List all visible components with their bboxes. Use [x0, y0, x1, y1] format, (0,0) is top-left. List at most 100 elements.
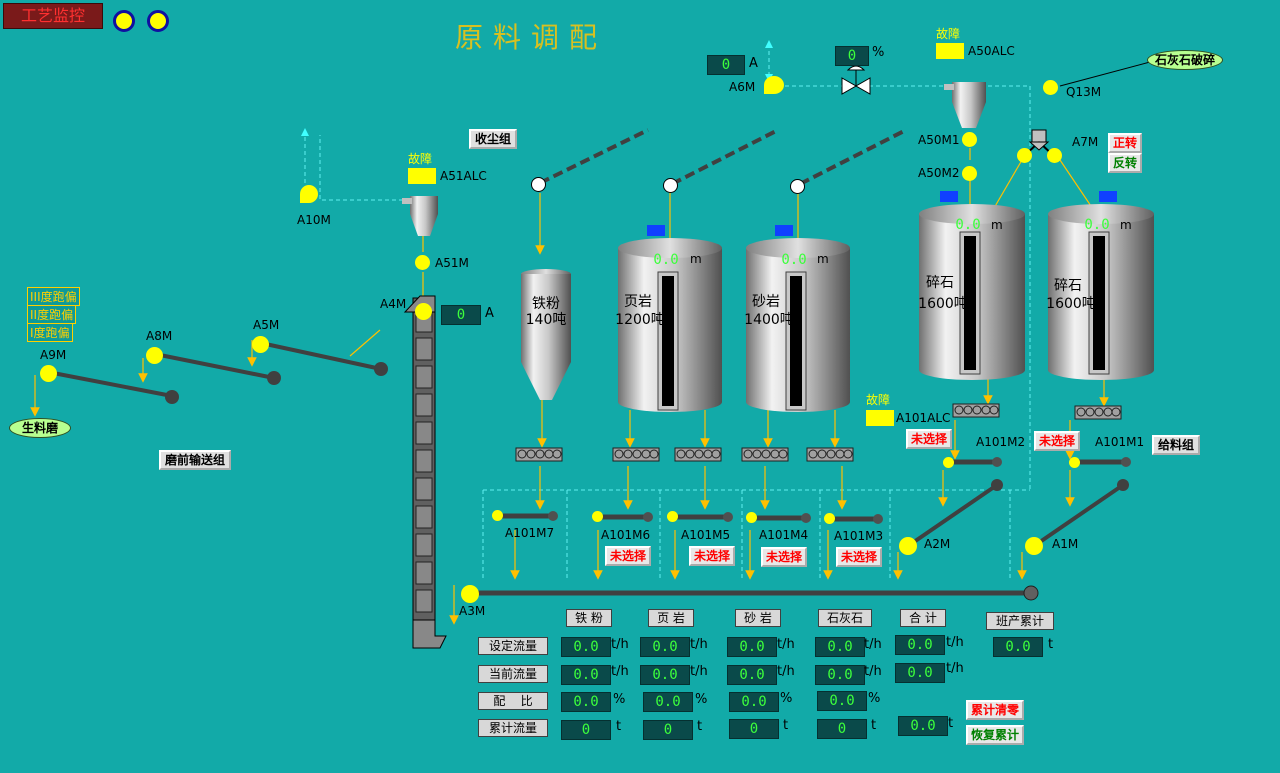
shale-level-display: 0.0: [653, 252, 679, 268]
q13m-motor-icon[interactable]: [1043, 80, 1058, 95]
cumulative-iron: 0: [561, 720, 611, 740]
dust-pipes: [304, 44, 1031, 580]
a4m-current-display: 0: [441, 305, 481, 325]
shale-dust-valve-icon[interactable]: [663, 178, 678, 193]
a101m2-label: A101M2: [976, 435, 1026, 449]
iron-powder-silo: [521, 269, 571, 400]
set-flow-iron[interactable]: 0.0: [561, 637, 611, 657]
cumulative-sandstone: 0: [729, 719, 779, 739]
a101m4-motor-icon[interactable]: [746, 512, 757, 523]
set-flow-shale[interactable]: 0.0: [640, 637, 690, 657]
clear-cumulative-button[interactable]: 累计清零: [966, 700, 1025, 720]
unit: t: [1048, 637, 1054, 652]
a101m6-not-selected-button[interactable]: 未选择: [605, 546, 652, 566]
shale-name: 页岩: [624, 294, 652, 310]
current-flow-limestone: 0.0: [815, 665, 865, 685]
a8m-motor-icon[interactable]: [146, 347, 163, 364]
a101-fault-label: 故障: [866, 393, 891, 407]
a101m2-motor-icon[interactable]: [943, 457, 954, 468]
unit: %: [613, 692, 626, 707]
restore-cumulative-button[interactable]: 恢复累计: [966, 725, 1025, 745]
a7m-left-motor-icon[interactable]: [1017, 148, 1032, 163]
ratio-sandstone[interactable]: 0.0: [729, 692, 779, 712]
reverse-button[interactable]: 反转: [1108, 153, 1143, 173]
a6m-fan-icon[interactable]: [764, 76, 784, 94]
a101m2-not-selected-button[interactable]: 未选择: [906, 429, 953, 449]
a1m-label: A1M: [1052, 537, 1079, 551]
gravel1-level-unit: m: [991, 218, 1003, 232]
unit: %: [868, 691, 881, 706]
a9m-motor-icon[interactable]: [40, 365, 57, 382]
a4m-label: A4M: [380, 297, 407, 311]
status-indicator-1[interactable]: [113, 10, 135, 32]
ratio-shale[interactable]: 0.0: [643, 692, 693, 712]
a5m-motor-icon[interactable]: [252, 336, 269, 353]
unit: %: [695, 692, 708, 707]
ratio-limestone[interactable]: 0.0: [817, 691, 867, 711]
a101m5-motor-icon[interactable]: [667, 511, 678, 522]
a101m7-motor-icon[interactable]: [492, 510, 503, 521]
a50m1-label: A50M1: [918, 133, 960, 147]
a101m1-not-selected-button[interactable]: 未选择: [1034, 431, 1081, 451]
q13m-label: Q13M: [1066, 85, 1102, 99]
a50-fault-indicator: [936, 43, 964, 59]
sandstone-level-display: 0.0: [781, 252, 807, 268]
ratio-iron[interactable]: 0.0: [561, 692, 611, 712]
unit: t: [948, 716, 954, 731]
iron-dust-valve-icon[interactable]: [531, 177, 546, 192]
forward-button[interactable]: 正转: [1108, 133, 1143, 153]
a101m3-not-selected-button[interactable]: 未选择: [836, 547, 883, 567]
set-flow-sandstone[interactable]: 0.0: [727, 637, 777, 657]
a51-cyclone: [402, 196, 438, 236]
a4m-motor-icon[interactable]: [415, 303, 432, 320]
feeder-group-button[interactable]: 给料组: [1152, 435, 1201, 455]
shale-capacity: 1200吨: [615, 312, 665, 328]
a51m-motor-icon[interactable]: [415, 255, 430, 270]
raw-mill-button[interactable]: 生料磨: [9, 418, 71, 438]
set-flow-limestone[interactable]: 0.0: [815, 637, 865, 657]
a51-fault-indicator: [408, 168, 436, 184]
a1m-motor-icon[interactable]: [1025, 537, 1043, 555]
a50m2-label: A50M2: [918, 166, 960, 180]
iron-powder-name: 铁粉: [532, 296, 560, 312]
a101m4-not-selected-button[interactable]: 未选择: [761, 547, 808, 567]
gravel-tank-2: [1048, 204, 1154, 380]
a101-fault-indicator: [866, 410, 894, 426]
gravel1-name: 碎石: [926, 275, 954, 291]
a9m-label: A9M: [40, 348, 67, 362]
unit: t/h: [690, 664, 708, 679]
current-flow-total: 0.0: [895, 663, 945, 683]
a101m6-motor-icon[interactable]: [592, 511, 603, 522]
unit: t/h: [864, 637, 882, 652]
a101m3-motor-icon[interactable]: [824, 513, 835, 524]
status-indicator-2[interactable]: [147, 10, 169, 32]
a101m1-motor-icon[interactable]: [1069, 457, 1080, 468]
a101m5-not-selected-button[interactable]: 未选择: [689, 546, 736, 566]
a50m2-motor-icon[interactable]: [962, 166, 977, 181]
row-set-flow-label: 设定流量: [478, 637, 548, 655]
bucket-elevator: [403, 295, 447, 649]
limestone-crush-button[interactable]: 石灰石破碎: [1147, 50, 1223, 70]
unit: t: [616, 719, 622, 734]
a10m-fan-icon[interactable]: [300, 185, 318, 203]
shift-total-display: 0.0: [993, 637, 1043, 657]
iron-powder-capacity: 140吨: [525, 312, 567, 328]
pre-mill-conveyor-group-button[interactable]: 磨前输送组: [159, 450, 232, 470]
dust-collection-group-button[interactable]: 收尘组: [469, 129, 518, 149]
a2m-motor-icon[interactable]: [899, 537, 917, 555]
sandstone-dust-valve-icon[interactable]: [790, 179, 805, 194]
a6m-label: A6M: [729, 80, 756, 94]
a3m-motor-icon[interactable]: [461, 585, 479, 603]
a101m3-label: A101M3: [834, 529, 884, 543]
cumulative-limestone: 0: [817, 719, 867, 739]
unit: t/h: [690, 637, 708, 652]
process-monitor-button[interactable]: 工艺监控: [3, 3, 103, 29]
a50m1-motor-icon[interactable]: [962, 132, 977, 147]
gravel-tank-1: [919, 204, 1025, 380]
gravel2-capacity: 1600吨: [1046, 296, 1096, 312]
a7m-right-motor-icon[interactable]: [1047, 148, 1062, 163]
sandstone-level-sensor-icon: [775, 225, 793, 236]
col-shale: 页 岩: [648, 609, 694, 627]
gravel2-level-sensor-icon: [1099, 191, 1117, 202]
